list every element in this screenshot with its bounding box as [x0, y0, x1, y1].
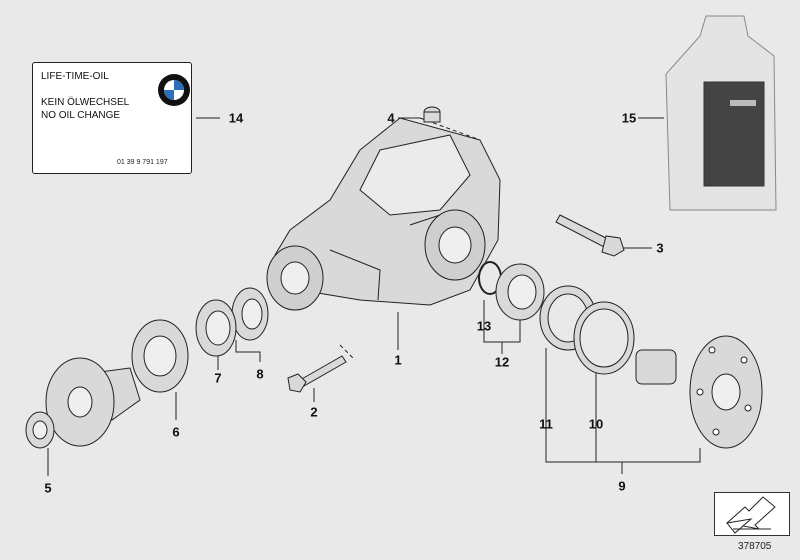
part-output-flange: [635, 335, 763, 449]
callout-4: 4: [387, 110, 395, 126]
part-shim-10: [573, 301, 635, 375]
diagram-number: 378705: [738, 541, 772, 552]
callout-12: 12: [494, 354, 510, 370]
label-line-1: LIFE-TIME-OIL: [41, 71, 109, 82]
part-oil-bottle: [665, 15, 777, 211]
part-drive-flange: [45, 357, 141, 447]
bmw-logo-icon: [158, 74, 190, 106]
part-seal-8: [231, 287, 269, 341]
oil-label-card: LIFE-TIME-OIL KEIN ÖLWECHSEL NO OIL CHAN…: [32, 62, 192, 174]
callout-1: 1: [394, 352, 402, 368]
callout-2: 2: [310, 404, 318, 420]
callout-9: 9: [618, 478, 626, 494]
axis-2: [339, 344, 356, 361]
callout-10: 10: [588, 416, 604, 432]
nav-arrow-button[interactable]: [714, 492, 790, 536]
leader-8: [235, 340, 261, 362]
part-bolt-3: [555, 214, 625, 257]
callout-11: 11: [539, 416, 553, 432]
label-line-3: NO OIL CHANGE: [41, 110, 121, 121]
label-part-number: 01 39 9 791 197: [117, 159, 168, 166]
part-seal-7: [195, 299, 237, 357]
callout-8: 8: [256, 366, 264, 382]
callout-14: 14: [228, 110, 244, 126]
callout-13: 13: [476, 318, 492, 334]
callout-3: 3: [656, 240, 664, 256]
part-bearing: [495, 263, 545, 321]
part-flange-plate: [131, 319, 189, 393]
part-cap: [423, 106, 441, 123]
callout-15: 15: [621, 110, 637, 126]
part-nut: [25, 411, 55, 449]
arrow-icon: [725, 496, 776, 534]
callout-5: 5: [44, 480, 52, 496]
callout-6: 6: [172, 424, 180, 440]
callout-7: 7: [214, 370, 222, 386]
label-line-2: KEIN ÖLWECHSEL: [41, 97, 130, 108]
part-bolt-2: [287, 355, 347, 393]
part-differential-housing: [266, 117, 501, 311]
